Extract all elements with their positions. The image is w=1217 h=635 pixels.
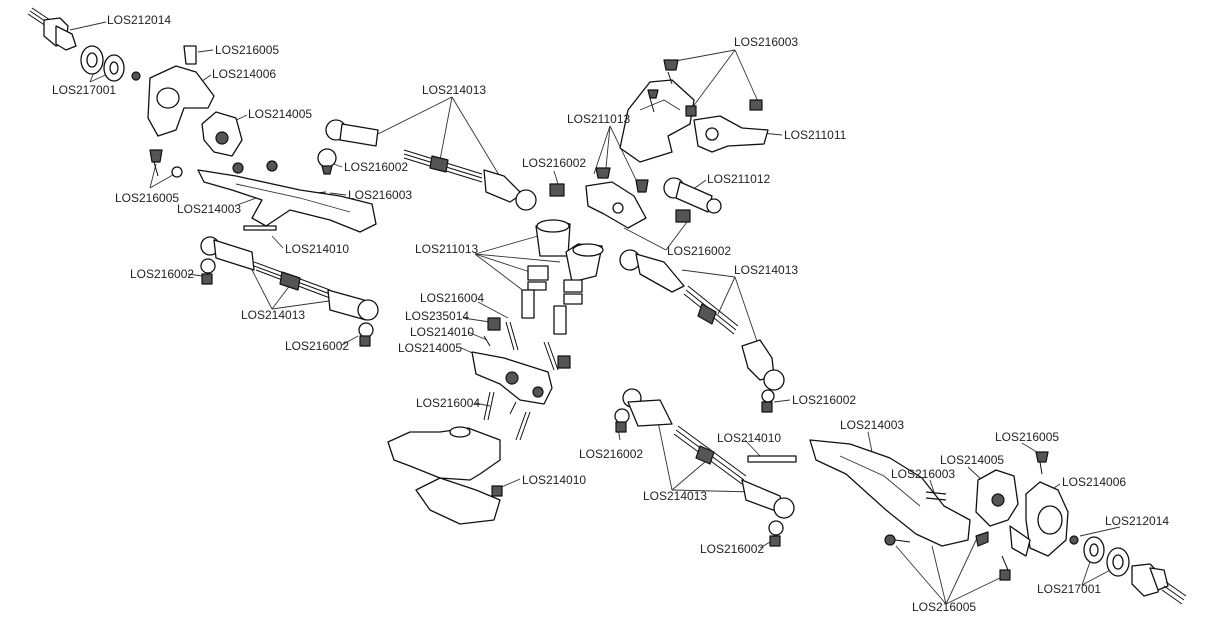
- label-los211013-tr: LOS211013: [567, 112, 630, 126]
- label-los217001-tl: LOS217001: [52, 83, 116, 97]
- label-los216005-ml: LOS216005: [115, 191, 179, 205]
- label-los216002-bl: LOS216002: [285, 339, 349, 353]
- label-los216004-a: LOS216004: [420, 291, 484, 305]
- right-lower-arm: [809, 439, 971, 547]
- label-los211012: LOS211012: [707, 172, 770, 186]
- parts: [27, 7, 1187, 605]
- left-turnbuckle: [200, 236, 379, 347]
- label-los212014-br: LOS212014: [1105, 514, 1169, 528]
- label-los216002-c: LOS216002: [522, 156, 586, 170]
- label-los216002-ml: LOS216002: [130, 267, 194, 281]
- label-los214005-br: LOS214005: [940, 453, 1004, 467]
- label-los216004-b: LOS216004: [416, 396, 480, 410]
- label-los214010-bm: LOS214010: [717, 431, 781, 445]
- label-los214010-c: LOS214010: [410, 325, 474, 339]
- label-los217001-br: LOS217001: [1037, 582, 1101, 596]
- label-los214013-ml: LOS214013: [241, 308, 305, 322]
- label-los216003-br: LOS216003: [891, 467, 955, 481]
- right-lower-turnbuckle: [614, 388, 797, 547]
- upper-left-steering-block: [147, 45, 215, 137]
- label-los216003-tr: LOS216003: [734, 35, 798, 49]
- label-los214013-tc: LOS214013: [422, 83, 486, 97]
- left-upper-arm: [197, 169, 377, 233]
- label-los216003-tl: LOS216003: [348, 188, 412, 202]
- label-los216002-bc: LOS216002: [579, 447, 643, 461]
- center-bellcrank: [483, 219, 604, 371]
- upper-right-mount: [619, 59, 769, 163]
- label-los214010-tl: LOS214010: [285, 242, 349, 256]
- label-los214010-bc: LOS214010: [522, 473, 586, 487]
- right-ball-links: [585, 167, 722, 229]
- upper-left-hub-carrier: [201, 111, 243, 157]
- label-los212014-tl: LOS212014: [107, 13, 171, 27]
- lower-right-bearings: [1069, 535, 1130, 577]
- label-los216005-bb: LOS216005: [912, 600, 976, 614]
- right-upper-turnbuckle: [619, 249, 785, 413]
- label-los211011: LOS211011: [784, 128, 847, 142]
- right-hub-carrier: [975, 451, 1069, 557]
- label-los211013-c: LOS211013: [415, 242, 478, 256]
- label-los214003-tl: LOS214003: [177, 202, 241, 216]
- label-los216002-mr: LOS216002: [792, 393, 856, 407]
- label-los216005-br: LOS216005: [995, 430, 1059, 444]
- label-los214006-tl: LOS214006: [212, 67, 276, 81]
- label-los214013-r: LOS214013: [734, 263, 798, 277]
- label-los214006-br: LOS214006: [1062, 475, 1126, 489]
- label-los216005-tl: LOS216005: [215, 43, 279, 57]
- label-los214005-c: LOS214005: [398, 341, 462, 355]
- upper-left-axle: [27, 7, 77, 51]
- center-chassis-plate: [387, 351, 553, 525]
- label-los216002-r: LOS216002: [667, 244, 731, 258]
- lower-right-axle: [1131, 563, 1187, 605]
- label-los214003-br: LOS214003: [840, 418, 904, 432]
- upper-left-bearings: [80, 45, 141, 82]
- label-los214005-tl: LOS214005: [248, 107, 312, 121]
- label-los214013-bm: LOS214013: [643, 489, 707, 503]
- right-screws: [884, 531, 1011, 581]
- leader-lines: [69, 21, 1121, 605]
- upper-center-linkage: [325, 119, 565, 211]
- left-screws: [149, 148, 337, 199]
- label-los216002-a: LOS216002: [344, 160, 408, 174]
- label-los235014: LOS235014: [405, 309, 469, 323]
- label-los216002-bb: LOS216002: [700, 542, 764, 556]
- part-labels: LOS212014 LOS216005 LOS214006 LOS217001 …: [52, 13, 1169, 614]
